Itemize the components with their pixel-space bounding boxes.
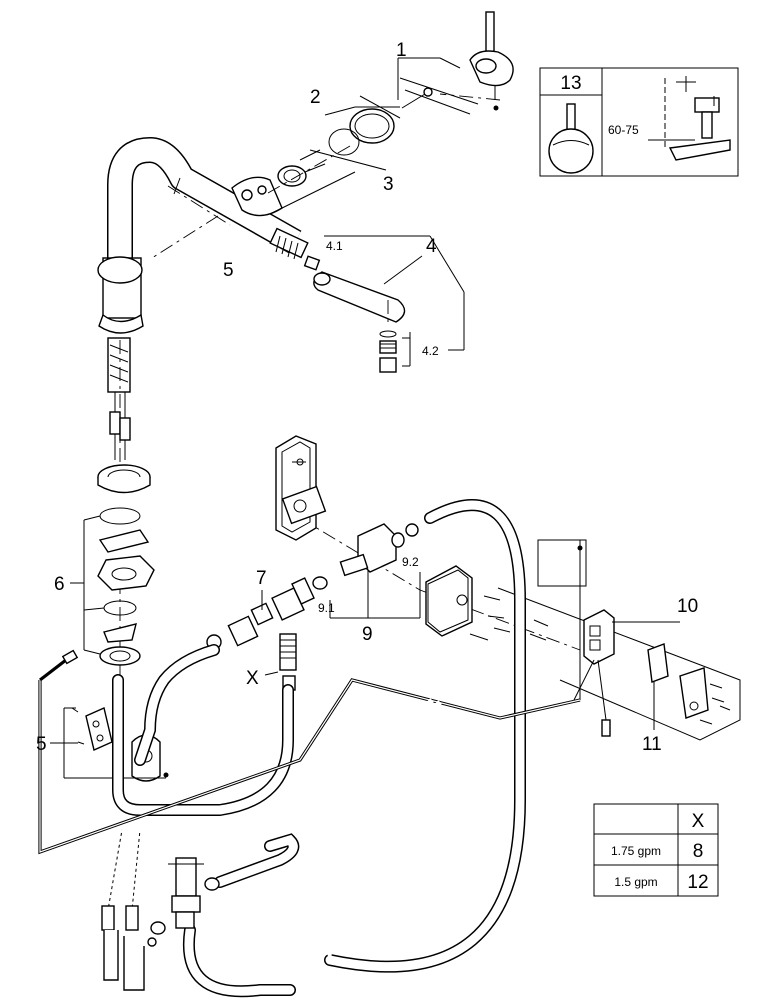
handle-lever bbox=[469, 11, 514, 111]
callout-labels: 1 2 3 4 4.1 4.2 5 5 6 7 9 9.1 9.2 10 11 … bbox=[36, 40, 698, 755]
callout-4-1: 4.1 bbox=[326, 239, 343, 253]
spray-head-4 bbox=[303, 255, 406, 373]
faucet-body bbox=[97, 137, 309, 334]
flow-restrictor-x bbox=[264, 633, 297, 691]
leader-lines-top bbox=[271, 57, 479, 214]
leader-lines-9 bbox=[329, 570, 421, 619]
spray-connector bbox=[269, 227, 309, 260]
mounting-set-6 bbox=[97, 464, 155, 666]
table-header-x: X bbox=[692, 811, 705, 832]
callout-9-1: 9.1 bbox=[318, 601, 335, 615]
faucet-side-view-icon: 60-75 bbox=[608, 76, 731, 161]
callout-3: 3 bbox=[383, 174, 394, 195]
cap-ring-2 bbox=[328, 108, 395, 156]
callout-11: 11 bbox=[642, 734, 662, 755]
inset-dimension: 60-75 bbox=[608, 123, 639, 137]
callout-9-2: 9.2 bbox=[402, 555, 419, 569]
table-row-1-value: 8 bbox=[693, 841, 704, 862]
callout-4-2: 4.2 bbox=[422, 344, 439, 358]
callout-4: 4 bbox=[426, 236, 437, 257]
leader-lines-10-11 bbox=[612, 621, 680, 730]
tee-valve bbox=[150, 857, 220, 935]
valve-block-9 bbox=[312, 523, 419, 590]
electronics-panel bbox=[497, 539, 741, 741]
handle-knob-icon bbox=[548, 103, 594, 174]
sensor-cable bbox=[38, 649, 581, 855]
callout-10: 10 bbox=[677, 596, 698, 617]
callout-x: X bbox=[246, 668, 259, 689]
solenoid-box bbox=[425, 565, 511, 641]
table-row-2-flow: 1.5 gpm bbox=[614, 875, 657, 889]
table-row-2-value: 12 bbox=[687, 872, 708, 893]
callout-6: 6 bbox=[54, 574, 65, 595]
callout-5-bottom: 5 bbox=[36, 734, 47, 755]
hoses bbox=[112, 499, 526, 998]
cartridge-3 bbox=[231, 149, 326, 217]
inset-part-13: 13 60-75 bbox=[539, 67, 739, 177]
pullout-hose bbox=[107, 337, 131, 460]
callout-2: 2 bbox=[310, 87, 321, 108]
callout-1: 1 bbox=[396, 40, 407, 61]
wall-bracket bbox=[275, 435, 327, 541]
leader-lines-6 bbox=[70, 515, 105, 655]
callout-9: 9 bbox=[362, 624, 373, 645]
inset-part-number: 13 bbox=[560, 73, 581, 94]
callout-7: 7 bbox=[256, 568, 267, 589]
table-row-1-flow: 1.75 gpm bbox=[611, 844, 661, 858]
supply-hoses bbox=[101, 829, 157, 991]
hose-break-marks bbox=[204, 766, 332, 959]
callout-5-top: 5 bbox=[223, 260, 234, 281]
leader-lines-4 bbox=[324, 235, 465, 367]
flow-rate-table: X 1.75 gpm 8 1.5 gpm 12 bbox=[593, 803, 719, 897]
